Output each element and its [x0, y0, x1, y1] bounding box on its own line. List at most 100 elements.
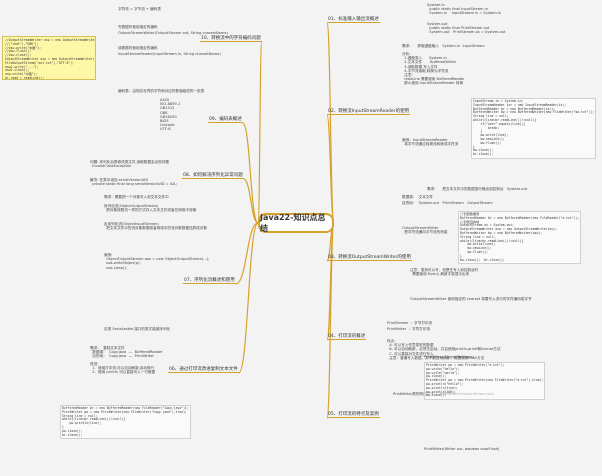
b06-improve-node: 改进： 1. 使用打印流,可以自动刷新,自动换行 2. 使用 println 可… — [90, 362, 156, 375]
code-line: pw.println(true); — [426, 385, 458, 390]
code-note-box: //OutputStreamWriter osw = new OutputStr… — [2, 36, 96, 80]
code-line: //封装目的地 — [460, 219, 480, 224]
code-line: BufferedReader br = new BufferedReader(n… — [62, 406, 189, 410]
note-line: osw.write("中国"); — [5, 72, 38, 77]
b10-read-node: 读数据时使用指定的编码 — [118, 46, 158, 50]
code-line: String line = null; — [460, 234, 496, 239]
central-topic[interactable]: Java22-知识点总结 — [258, 213, 334, 233]
code-line: BufferedReader br = new BufferedReader(i… — [473, 106, 555, 111]
b03-requirement-node: 需求： 把文本文件中的数据按行输出到控制台 System.out — [427, 187, 528, 191]
branch-10[interactable]: 10、转换流中的字符编码问题 — [200, 36, 262, 42]
code-line: pw.close(); — [62, 428, 83, 433]
b01-system-in-node: System.in public static final InputStrea… — [427, 3, 502, 16]
b06-code-block: BufferedReader br = new BufferedReader(n… — [60, 405, 191, 440]
code-line: bw.newLine(); — [460, 246, 492, 251]
note-line: osw2.close(); — [5, 68, 30, 73]
code-line: PrintWriter pw = new PrintWriter("a.txt"… — [426, 363, 505, 367]
code-line: bw.write(line); — [473, 133, 509, 138]
branch-connector — [238, 222, 259, 374]
note-line: OutputStreamWriter osw = new OutputStrea… — [5, 56, 95, 61]
b10-write-constructor: OutputStreamWriter(OutputStream out, Str… — [118, 31, 228, 35]
branch-02[interactable]: 02、转换流InputStreamReader的使用 — [327, 109, 411, 115]
code-line: } — [460, 253, 462, 258]
b03-destination-node: 目的地： System.out PrintStream OutputStream — [402, 201, 493, 205]
code-line: pw.println(100); — [426, 389, 456, 394]
b04-features-node: 特点： A. 可以写入任意类型的数据 B. 可以自动刷新，必须先启动，并且使用p… — [387, 339, 501, 360]
branch-connector — [243, 178, 259, 224]
note-line: //osw.close(); — [5, 53, 32, 58]
b04-printwriter-node: PrintWriter ：字符打印流 — [387, 327, 431, 331]
note-line: osw2.write("..."); — [5, 64, 39, 69]
code-line: } — [62, 424, 64, 429]
code-line: String line = null; — [62, 413, 98, 418]
code-line: pw.println(line); — [62, 421, 102, 426]
code-line: OutputStreamWriter osw = new OutputStrea… — [460, 227, 557, 232]
code-line: String line = null; — [473, 114, 509, 119]
code-line: br.close(); — [62, 432, 83, 437]
code-line: while((line=br.readLine())!=null){ — [62, 417, 126, 422]
code-line: BufferedWriter bw = new BufferedWriter(o… — [460, 230, 542, 235]
b07-serializable-node: 实现 Serializable 接口的类才能被序列化 — [104, 327, 171, 331]
b10-write-node: 写数据时使用指定的编码 — [118, 25, 158, 29]
branch-01[interactable]: 01、标准输入输出流概述 — [327, 17, 380, 23]
branch-connector — [242, 122, 259, 224]
code-line: BufferedWriter bw = new BufferedWriter(n… — [473, 110, 595, 115]
code-line: br.close(); — [473, 152, 494, 157]
b09-definition-node: 编码表：由现实世界的字符和对应的数值组成的一张表 — [118, 89, 205, 93]
b03-note-flush: 注意：虽然可以写，但是在写入到控制台时 需要使用 flush() 刷新才能显示出… — [410, 268, 479, 277]
b02-requirement-node: 需求： 获取键盘输入 System.in InputStream — [402, 44, 485, 48]
b07-serialize-node: 序列化流(ObjectOutputStream) 把对象按照流一样的方式存入文本… — [104, 204, 197, 213]
b05-code-block: PrintWriter pw = new PrintWriter("a.txt"… — [424, 362, 546, 401]
b09-charset-list: ASCII ISO-8859-1 GB2312 GBK GB18030 BIG5… — [160, 98, 181, 132]
branch-03[interactable]: 03、转换流OutputStreamWriter的使用 — [327, 255, 412, 261]
code-line: InputStreamReader isr = new InputStreamR… — [473, 102, 567, 107]
b07-deserialize-node: 反序列化流(ObjectInputStream) 把文本文件中的流对象数据或者网… — [104, 222, 207, 231]
b10-formula-node: 字符流 = 字节流 + 编码表 — [118, 7, 161, 11]
branch-04[interactable]: 04、打印流的概述 — [327, 334, 367, 340]
code-line: bw.flush(); — [460, 249, 488, 254]
code-line: } — [473, 144, 475, 149]
b10-read-constructor: InputStreamReader(InputStream in, String… — [118, 52, 221, 56]
b02-analysis-node: 分析： 1.键盘录入 System.in 2.文本文件 BufferedWrit… — [402, 52, 465, 86]
code-line: pw.write("world"); — [426, 370, 460, 375]
b07-example-node: 案例: ObjectOutputStream oos = new ObjectO… — [104, 253, 210, 270]
code-line: bw.close(); br.close(); — [460, 257, 505, 262]
note-line: //("chat"),"GBK"); — [5, 41, 39, 46]
b02-code-block: InputStream is = System.in;InputStreamRe… — [471, 98, 597, 159]
code-line: bw.close(); — [473, 148, 494, 153]
code-line: pw.close(); — [426, 374, 447, 379]
central-topic-title: Java22-知识点总结 — [260, 213, 326, 233]
code-line: break; — [473, 125, 500, 130]
branch-09[interactable]: 09、编码表概述 — [208, 117, 243, 123]
b03-osw-label: OutputStreamWriter 是字符流通向字节流的桥梁 — [402, 226, 448, 235]
b03-note-charset: OutputStreamWriter 使用指定的 charset 将要写入流中的… — [410, 297, 532, 301]
branch-connector — [326, 222, 335, 419]
b05-constructor-b: PrintWriter(Writer out, boolean autoFlus… — [424, 447, 500, 451]
branch-07[interactable]: 07、序列化流概述和使用 — [183, 278, 236, 284]
b07-requirement-node: 需求：需要把一个对象写入到文本文件中 — [104, 195, 169, 199]
note-line: //osw.flush(); — [5, 49, 32, 54]
code-line: bw.flush(); — [473, 140, 501, 145]
b08-solution-node: 解决: 在类中添加 serialVersionUID private stati… — [90, 178, 178, 187]
code-line: PrintWriter pw = new PrintWriter(new Fil… — [426, 378, 544, 383]
b06-requirement-node: 需求： 复制文本文件 数据源： Copy.java --- BufferedRe… — [90, 346, 163, 359]
note-line: //OutputStreamWriter osw = new OutputStr… — [5, 38, 95, 42]
note-line: FileOutputStream("out.txt"),"UTF-8"); — [5, 60, 74, 65]
note-line: br.read = readLine(); — [5, 75, 45, 80]
code-line: pw.write("hello"); — [426, 366, 460, 371]
code-line: if("over".equals(line)){ — [473, 121, 526, 126]
code-line: pw.println("hello"); — [426, 381, 464, 386]
code-line: while((line=br.readLine())!=null){ — [473, 117, 537, 122]
code-line: while((line=br.readLine())!=null){ — [460, 238, 524, 243]
branch-05[interactable]: 05、打印流的特点及案例 — [327, 412, 380, 418]
code-line: InputStream is = System.in; — [473, 99, 524, 103]
code-line: bw.write(line); — [460, 242, 496, 247]
code-line: pw.close(); — [426, 393, 447, 398]
b01-system-out-node: System.out public static final PrintStre… — [427, 22, 506, 35]
code-line: //封装数据源 — [460, 212, 480, 216]
branch-06[interactable]: 06、通过打印流改进复制文本文件 — [168, 367, 239, 373]
branch-connector — [235, 222, 259, 285]
branch-08[interactable]: 08、如何解决序列化异常问题 — [182, 173, 244, 179]
